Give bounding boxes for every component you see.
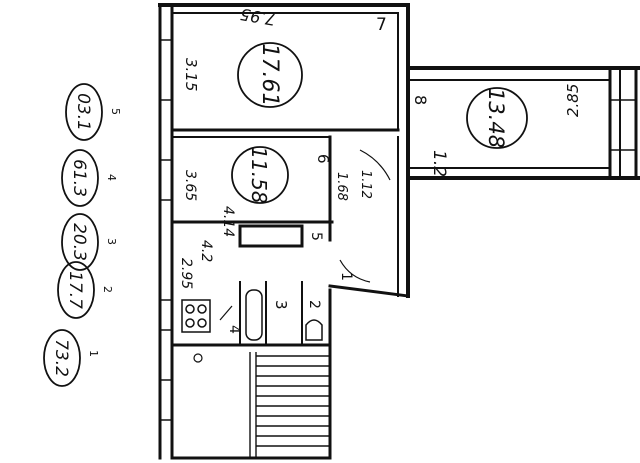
room-6-area: 11.58 <box>247 146 271 203</box>
summary-total-2-share: 2 <box>101 286 114 293</box>
room-2-id: 2 <box>306 300 322 309</box>
door-arcs <box>193 149 391 363</box>
room-7-length: 7.95 <box>239 4 277 29</box>
walls <box>158 3 640 460</box>
room-5-id: 5 <box>308 232 324 241</box>
summary-total-2: 17.7 <box>65 271 85 309</box>
room-7-width: 3.15 <box>182 58 200 91</box>
room-5-depth: 1.68 <box>334 172 349 201</box>
summary-total-4: 61.3 <box>69 159 89 197</box>
room-8-width: 2.85 <box>564 84 582 117</box>
summary-total-1: 73.2 <box>51 339 71 377</box>
room-3-id: 3 <box>272 300 290 310</box>
room-7-area: 17.61 <box>257 44 282 107</box>
summary-total-5: 03.1 <box>73 93 93 131</box>
corridor-width: 1.12 <box>358 170 373 199</box>
room-5-width: 2.95 <box>178 258 194 289</box>
room-6-length: 4.14 <box>220 206 236 237</box>
stove-icon <box>181 299 211 333</box>
room-5-area: 4.2 <box>198 240 214 262</box>
summary-total-1-share: 1 <box>87 350 100 357</box>
summary-total-4-share: 4 <box>105 174 118 181</box>
room-4-id: 4 <box>226 325 242 334</box>
summary-total-3-share: 3 <box>105 238 118 245</box>
watermark <box>372 338 572 408</box>
windows <box>160 39 636 421</box>
hall-label: 1 <box>338 272 354 281</box>
room-6-width: 3.65 <box>182 170 198 201</box>
room-8-id: 8 <box>411 95 430 105</box>
room-6-id: 6 <box>314 154 332 164</box>
summary-ovals <box>43 83 103 387</box>
room-8-area: 13.48 <box>484 88 508 148</box>
summary-total-3: 20.3 <box>69 223 89 261</box>
area-circles <box>231 42 528 204</box>
bathtub-icon <box>245 289 323 341</box>
corridor-area: 1.2 <box>429 150 449 177</box>
summary-total-5-share: 5 <box>109 108 122 115</box>
staircase <box>249 352 330 458</box>
room-7-id: 7 <box>376 15 387 35</box>
